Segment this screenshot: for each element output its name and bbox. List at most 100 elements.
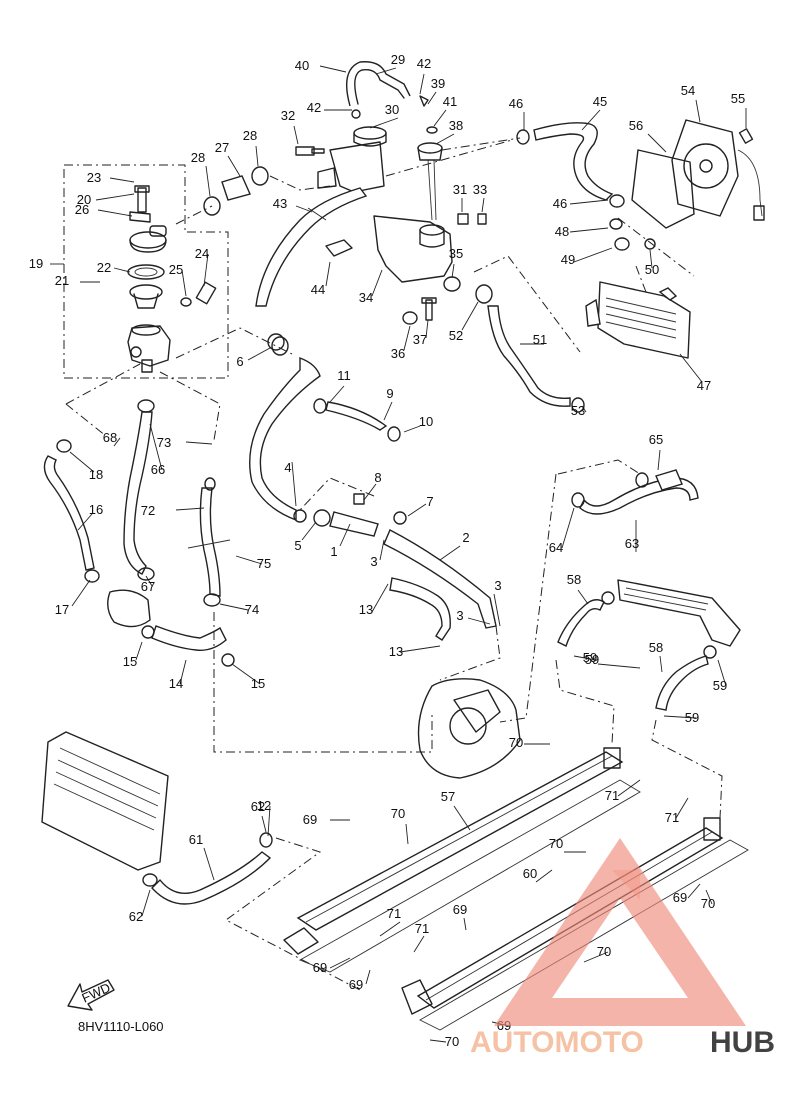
leader-line <box>329 957 351 969</box>
callout-number: 62 <box>129 909 143 924</box>
leader-line <box>695 99 701 123</box>
callout-number: 38 <box>449 118 463 133</box>
callout-number: 19 <box>29 256 43 271</box>
leader-line <box>71 579 91 607</box>
leader-line <box>535 869 553 883</box>
callout-number: 69 <box>303 812 317 827</box>
callout-number: 53 <box>571 403 585 418</box>
right-hoses-group <box>557 469 741 711</box>
leader-line <box>371 269 383 297</box>
callout-number: 74 <box>245 602 259 617</box>
callout-number: 71 <box>387 906 401 921</box>
leader-line <box>69 451 95 473</box>
callout-number: 34 <box>359 290 373 305</box>
leader-line <box>399 645 441 653</box>
leader-line <box>109 177 135 183</box>
leader-lines <box>50 65 747 1043</box>
radiator-group <box>475 119 765 413</box>
leader-line <box>413 935 425 953</box>
leader-line <box>453 805 471 831</box>
callout-number: 73 <box>157 435 171 450</box>
leader-line <box>247 347 271 361</box>
leader-line <box>141 889 151 917</box>
leader-line <box>425 319 429 339</box>
leader-line <box>463 917 467 931</box>
leader-line <box>659 655 663 673</box>
callout-number: 7 <box>426 494 433 509</box>
watermark-brand-a: AUTOMOTO <box>470 1026 644 1059</box>
thermostat-group <box>63 164 229 379</box>
leader-line <box>291 461 297 507</box>
leader-line <box>339 523 351 547</box>
callout-number: 59 <box>685 710 699 725</box>
callout-number: 59 <box>585 652 599 667</box>
leader-line <box>581 405 587 413</box>
callout-number: 9 <box>386 386 393 401</box>
callout-number: 32 <box>281 108 295 123</box>
callout-number: 39 <box>431 76 445 91</box>
callout-number: 20 <box>77 192 91 207</box>
leader-line <box>203 847 215 881</box>
watermark-logo: AUTOMOTO HUB <box>470 838 775 1059</box>
leader-line <box>405 823 409 845</box>
leader-line <box>235 555 263 565</box>
diagram-code: 8HV1110-L060 <box>78 1019 164 1034</box>
callout-number: 13 <box>389 644 403 659</box>
leader-line <box>97 209 133 217</box>
callout-number: 41 <box>443 94 457 109</box>
leader-line <box>113 267 131 273</box>
callout-number: 44 <box>311 282 325 297</box>
leader-line <box>439 545 461 561</box>
leader-line <box>267 805 271 837</box>
callout-number: 6 <box>236 354 243 369</box>
callout-number: 2 <box>462 530 469 545</box>
leader-line <box>577 589 589 605</box>
callout-number: 69 <box>453 902 467 917</box>
callout-number: 75 <box>257 556 271 571</box>
callout-number: 70 <box>701 896 715 911</box>
callout-number: 21 <box>55 273 69 288</box>
leader-line <box>617 779 641 797</box>
callout-number: 29 <box>391 52 405 67</box>
leader-line <box>675 797 689 819</box>
callout-number: 69 <box>349 977 363 992</box>
leader-line <box>581 109 601 131</box>
connection-lines <box>65 137 723 991</box>
callout-number: 46 <box>553 196 567 211</box>
callout-number: 26 <box>75 202 89 217</box>
callout-number: 70 <box>445 1034 459 1049</box>
leader-line <box>375 67 397 75</box>
leader-line <box>113 437 121 447</box>
leader-line <box>365 969 371 985</box>
callout-number: 11 <box>337 368 351 383</box>
callout-number: 72 <box>141 503 155 518</box>
callout-number: 49 <box>561 252 575 267</box>
callout-number: 71 <box>605 788 619 803</box>
leader-line <box>481 197 485 213</box>
callout-number: 14 <box>169 676 183 691</box>
leader-line <box>319 65 347 73</box>
callout-number: 15 <box>123 654 137 669</box>
leader-line <box>301 521 317 541</box>
leader-line <box>227 155 241 177</box>
leader-line <box>231 663 261 685</box>
leader-line <box>77 513 93 531</box>
callout-number: 71 <box>665 810 679 825</box>
leader-line <box>647 133 667 153</box>
leader-line <box>429 1039 447 1043</box>
callout-number: 59 <box>713 678 727 693</box>
callout-number: 15 <box>251 676 265 691</box>
callout-number: 70 <box>391 806 405 821</box>
callout-number: 40 <box>295 58 309 73</box>
callout-number: 31 <box>453 182 467 197</box>
leader-line <box>371 583 389 613</box>
callout-number: 58 <box>649 640 663 655</box>
callout-number: 13 <box>359 602 373 617</box>
leader-line <box>181 269 187 297</box>
callout-number: 3 <box>494 578 501 593</box>
callout-number: 55 <box>731 91 745 106</box>
callout-number: 64 <box>549 540 563 555</box>
leader-line <box>383 401 393 421</box>
fwd-label: FWD <box>79 980 112 1006</box>
leader-line <box>717 659 727 687</box>
